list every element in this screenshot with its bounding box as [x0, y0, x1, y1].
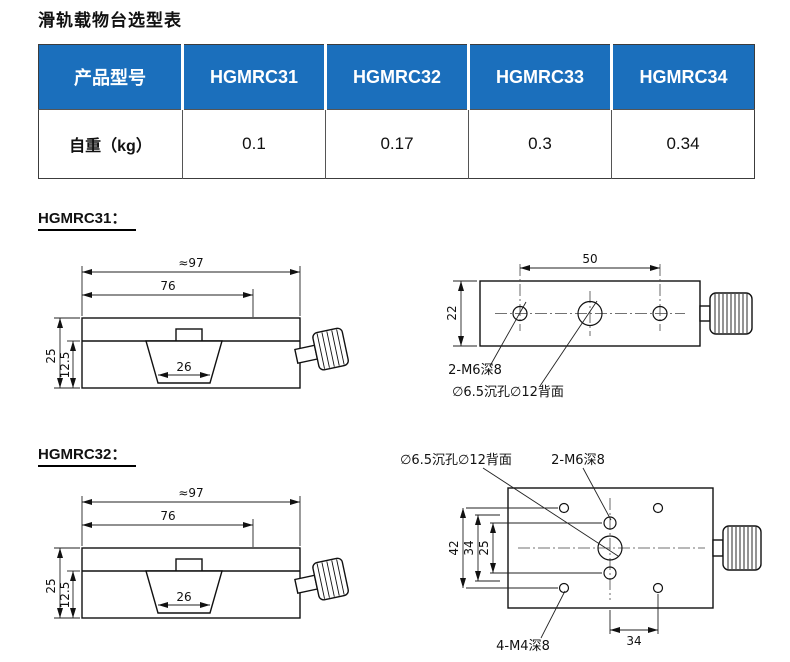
page-title: 滑轨载物台选型表 [38, 11, 182, 30]
hgmrc32-top-view-drawing: ∅6.5沉孔∅12背面 2-M6深8 4-M4深8 42 34 25 34 [400, 453, 762, 654]
dimension-lines [460, 507, 659, 634]
m4-callout: 4-M4深8 [496, 639, 550, 654]
dim-overall-width: ≈97 [178, 486, 203, 500]
hgmrc32-section-heading: HGMRC32： [38, 443, 137, 467]
m4-hole-bottom-right [652, 582, 664, 594]
counterbore-hole [597, 535, 623, 561]
dimension-lines [453, 265, 660, 347]
dimension-labels: 50 22 2-M6深8 ∅6.5沉孔∅12背面 [445, 252, 598, 400]
dim-inner-width: 76 [160, 279, 175, 293]
m6-hole-top [603, 516, 617, 530]
counterbore-hole [577, 300, 603, 327]
dimension-lines [54, 496, 301, 619]
row-label-weight: 自重（kg） [38, 109, 183, 179]
m4-hole-top-left [558, 502, 570, 514]
dim-height: 25 [44, 348, 58, 363]
weight-hgmrc33: 0.3 [468, 109, 612, 179]
body-outline [81, 317, 301, 389]
weight-hgmrc32: 0.17 [325, 109, 469, 179]
adjustment-knob [294, 327, 349, 371]
centerlines [518, 498, 705, 600]
dim-inner-width: 76 [160, 509, 175, 523]
dimension-labels: ≈97 76 25 12.5 26 [44, 486, 204, 608]
dim-hole-spacing: 50 [582, 252, 597, 266]
dim-depth: 22 [445, 305, 459, 320]
weight-hgmrc34: 0.34 [611, 109, 755, 179]
dim-25: 25 [477, 540, 491, 555]
counterbore-callout: ∅6.5沉孔∅12背面 [400, 453, 512, 468]
dim-42: 42 [447, 540, 461, 555]
column-header-hgmrc33: HGMRC33 [467, 44, 612, 110]
adjustment-knob [699, 292, 753, 335]
m6-hole-bottom [603, 566, 617, 580]
holes [512, 300, 668, 327]
hgmrc31-section-heading: HGMRC31： [38, 207, 137, 231]
column-header-hgmrc31: HGMRC31 [181, 44, 326, 110]
hgmrc31-side-view-drawing: ≈97 76 25 12.5 26 [44, 256, 349, 389]
product-selection-table: 产品型号 HGMRC31 HGMRC32 HGMRC33 HGMRC34 自重（… [38, 44, 755, 179]
table-header-row: 产品型号 HGMRC31 HGMRC32 HGMRC33 HGMRC34 [38, 44, 755, 110]
adjustment-knob [712, 525, 762, 571]
adjustment-knob [294, 557, 349, 601]
hgmrc31-top-view-drawing: 50 22 2-M6深8 ∅6.5沉孔∅12背面 [445, 252, 753, 400]
column-header-model: 产品型号 [38, 44, 183, 110]
leader-lines [482, 467, 619, 639]
dim-lower-height: 12.5 [58, 582, 72, 609]
dim-height: 25 [44, 578, 58, 593]
dim-34-side: 34 [462, 540, 476, 555]
dim-34-bottom: 34 [626, 634, 641, 648]
counterbore-callout: ∅6.5沉孔∅12背面 [452, 385, 564, 400]
dim-overall-width: ≈97 [178, 256, 203, 270]
dimension-labels: ≈97 76 25 12.5 26 [44, 256, 204, 378]
column-header-hgmrc34: HGMRC34 [610, 44, 755, 110]
hgmrc32-side-view-drawing: ≈97 76 25 12.5 26 [44, 486, 349, 619]
m6-callout: 2-M6深8 [448, 363, 502, 378]
dim-slot-width: 26 [176, 590, 191, 604]
body-outline [81, 547, 301, 619]
holes [558, 502, 664, 594]
m4-hole-top-right [652, 502, 664, 514]
dim-slot-width: 26 [176, 360, 191, 374]
weight-hgmrc31: 0.1 [182, 109, 326, 179]
column-header-hgmrc32: HGMRC32 [324, 44, 469, 110]
table-row-weight: 自重（kg） 0.1 0.17 0.3 0.34 [38, 109, 755, 179]
dimension-lines [54, 266, 301, 389]
dimension-labels: ∅6.5沉孔∅12背面 2-M6深8 4-M4深8 42 34 25 34 [400, 453, 642, 654]
m6-callout: 2-M6深8 [551, 453, 605, 468]
leader-lines [489, 300, 598, 387]
m6-hole-left [512, 305, 528, 322]
dim-lower-height: 12.5 [58, 352, 72, 379]
m6-hole-right [652, 305, 668, 322]
